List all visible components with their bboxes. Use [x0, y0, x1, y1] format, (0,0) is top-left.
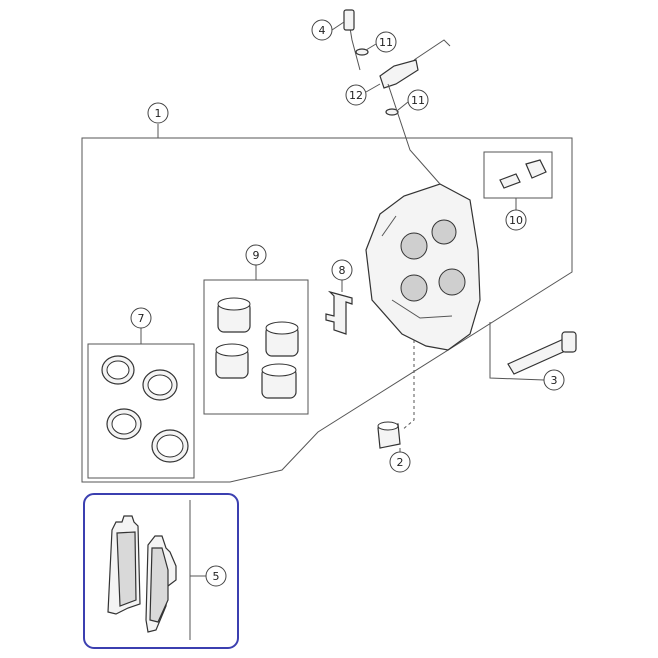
callout-4: 4 [311, 19, 333, 41]
callout-10-label: 10 [509, 214, 523, 227]
leader-4 [331, 21, 345, 31]
leader-3 [489, 322, 545, 381]
callout-11-top: 11 [375, 31, 397, 53]
leader-11-top [365, 43, 377, 51]
callout-1: 1 [147, 102, 169, 124]
caliper-body [365, 183, 481, 351]
highlight-box-part-5 [83, 493, 239, 649]
callout-3-label: 3 [551, 374, 558, 387]
callout-9-label: 9 [253, 249, 260, 262]
callout-9: 9 [245, 244, 267, 266]
bolt-head [561, 331, 577, 353]
callout-10: 10 [505, 209, 527, 231]
callout-11-bottom-label: 11 [411, 94, 425, 107]
brake-line [343, 9, 451, 185]
callout-1-label: 1 [155, 107, 162, 120]
callout-8-label: 8 [339, 264, 346, 277]
bleeder-box [483, 151, 553, 199]
callout-8: 8 [331, 259, 353, 281]
leader-11-bottom [397, 101, 409, 111]
callout-7-label: 7 [138, 312, 145, 325]
callout-2-label: 2 [397, 456, 404, 469]
callout-12: 12 [345, 84, 367, 106]
brake-pads [107, 515, 177, 633]
leader-2 [401, 340, 415, 431]
callout-2: 2 [389, 451, 411, 473]
callout-3: 3 [543, 369, 565, 391]
seal-rings [101, 355, 189, 463]
leader-12 [365, 83, 381, 93]
callout-11-bottom: 11 [407, 89, 429, 111]
callout-11-top-label: 11 [379, 36, 393, 49]
callout-4-label: 4 [319, 24, 326, 37]
callout-7: 7 [130, 307, 152, 329]
assembly-outline [81, 137, 573, 483]
pistons [215, 297, 299, 399]
spring-plate [325, 290, 353, 335]
callout-12-label: 12 [349, 89, 363, 102]
callout-5: 5 [205, 565, 227, 587]
callout-5-label: 5 [213, 570, 220, 583]
bleeder-parts [499, 159, 547, 189]
